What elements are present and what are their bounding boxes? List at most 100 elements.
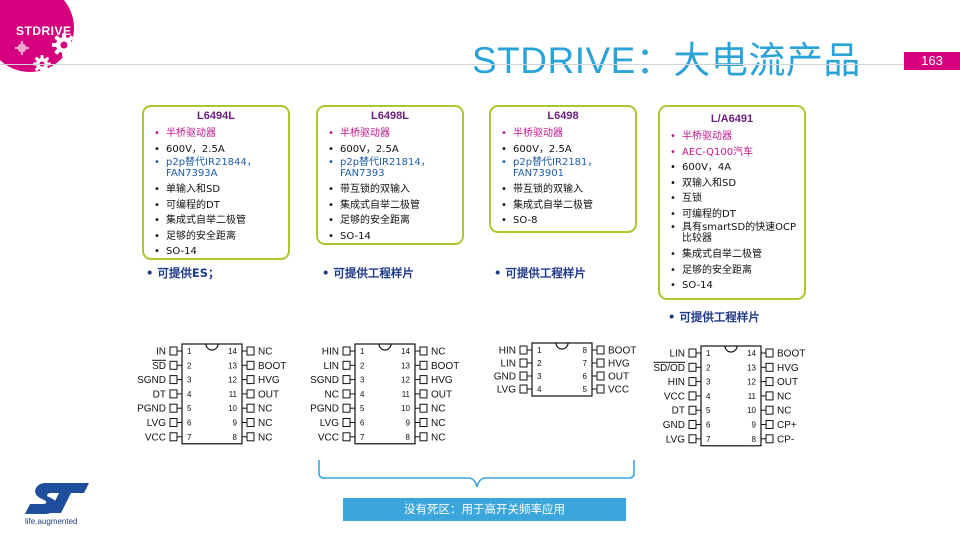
- pin-label: OUT: [258, 389, 279, 400]
- pin-pad: [342, 389, 351, 399]
- pin-number: 2: [360, 361, 365, 370]
- pin-label: BOOT: [258, 361, 286, 372]
- feature-item: 带互锁的双输入: [326, 182, 458, 198]
- pin-number: 4: [706, 392, 711, 401]
- pin-label: GND: [663, 420, 685, 431]
- feature-list: 半桥驱动器 AEC-Q100汽车 600V，4A 双输入和SD 互锁 可编程的D…: [668, 129, 800, 294]
- pin-number: 14: [228, 347, 237, 356]
- pin-label: PGND: [137, 404, 166, 415]
- st-tagline: life.augmented: [25, 517, 78, 526]
- pin-pad: [688, 434, 697, 444]
- product-card-l6494l: L6494L 半桥驱动器 600V，2.5A p2p替代IR21844，FAN7…: [142, 105, 290, 260]
- pin-number: 5: [360, 404, 365, 413]
- pin-label: OUT: [777, 377, 798, 388]
- feature-item: SO-14: [326, 229, 458, 245]
- pin-number: 7: [187, 433, 192, 442]
- pin-pad: [169, 375, 178, 385]
- pin-label: NC: [258, 418, 272, 429]
- pin-number: 13: [228, 361, 237, 370]
- group-brace: [318, 460, 635, 488]
- pin-number: 13: [401, 361, 410, 370]
- stdrive-logo: [0, 0, 76, 73]
- pin-label: HVG: [431, 375, 453, 386]
- feature-item: 集成式自举二极管: [499, 198, 631, 214]
- product-card-l6498: L6498 半桥驱动器 600V，2.5A p2p替代IR2181，FAN739…: [489, 105, 637, 233]
- pin-label: OUT: [431, 389, 452, 400]
- product-card-l6498l: L6498L 半桥驱动器 600V，2.5A p2p替代IR21814，FAN7…: [316, 105, 464, 245]
- availability-note: • 可提供工程样片: [494, 266, 586, 280]
- pin-pad: [688, 391, 697, 401]
- pin-pad: [688, 348, 697, 358]
- feature-item: 半桥驱动器: [326, 126, 458, 142]
- ic-notch: [378, 343, 392, 351]
- pin-label: SD: [152, 361, 166, 372]
- pin-label: NC: [258, 432, 272, 443]
- ic-notch: [555, 342, 569, 350]
- pin-number: 10: [401, 404, 410, 413]
- pin-label: LIN: [669, 349, 685, 360]
- pin-label: LIN: [323, 361, 339, 372]
- pin-pad: [169, 360, 178, 370]
- feature-item: 半桥驱动器: [152, 126, 284, 142]
- pin-label: HIN: [322, 347, 339, 358]
- pin-number: 3: [187, 376, 192, 385]
- pin-number: 1: [537, 346, 542, 355]
- pin-label: VCC: [608, 385, 629, 396]
- pin-number: 12: [747, 378, 756, 387]
- pin-pad: [519, 371, 528, 381]
- feature-item: 600V，2.5A: [152, 142, 284, 158]
- pin-pad: [342, 375, 351, 385]
- pin-pad: [419, 375, 428, 385]
- pin-number: 3: [537, 372, 542, 381]
- pin-label: PGND: [310, 404, 339, 415]
- feature-item: 足够的安全距离: [668, 263, 800, 279]
- pin-number: 11: [402, 390, 411, 399]
- pin-label: VCC: [318, 432, 339, 443]
- pin-pad: [342, 432, 351, 442]
- pin-number: 9: [233, 419, 238, 428]
- pin-label: HIN: [668, 377, 685, 388]
- feature-item: AEC-Q100汽车: [668, 145, 800, 161]
- pin-number: 14: [401, 347, 410, 356]
- pin-pad: [169, 432, 178, 442]
- feature-item: 半桥驱动器: [668, 129, 800, 145]
- pin-label: NC: [777, 391, 791, 402]
- pin-label: NC: [258, 347, 272, 358]
- pin-label: SGND: [310, 375, 339, 386]
- pin-pad: [419, 346, 428, 356]
- pin-pad: [688, 420, 697, 429]
- pin-label: NC: [431, 404, 445, 415]
- pin-label: CP+: [777, 420, 797, 431]
- pin-number: 3: [706, 378, 711, 387]
- availability-note: • 可提供ES；: [146, 266, 220, 280]
- pin-label: LVG: [497, 385, 516, 396]
- pin-number: 9: [406, 419, 411, 428]
- pin-pad: [765, 405, 774, 415]
- pin-pad: [765, 434, 774, 444]
- pin-pad: [246, 360, 255, 370]
- pin-label: HVG: [777, 363, 799, 374]
- pin-number: 10: [228, 404, 237, 413]
- pin-label: SD/OD: [653, 363, 685, 374]
- page-number: 163: [904, 52, 960, 70]
- pin-label: LVG: [666, 434, 685, 445]
- pin-pad: [765, 420, 774, 429]
- pin-number: 8: [752, 435, 757, 444]
- pin-number: 8: [406, 433, 411, 442]
- feature-item: 具有smartSD的快速OCP比较器: [668, 222, 800, 244]
- feature-item: 半桥驱动器: [499, 126, 631, 142]
- pin-pad: [246, 403, 255, 413]
- ic-notch: [724, 345, 738, 353]
- pin-pad: [419, 389, 428, 399]
- pin-label: BOOT: [431, 361, 459, 372]
- pin-number: 4: [187, 390, 192, 399]
- feature-item: 单输入和SD: [152, 182, 284, 198]
- pin-pad: [596, 384, 605, 394]
- product-card-la6491: L/A6491 半桥驱动器 AEC-Q100汽车 600V，4A 双输入和SD …: [658, 105, 806, 300]
- pin-pad: [169, 389, 178, 399]
- product-name: L6498: [547, 110, 579, 122]
- feature-item: 互锁: [668, 191, 800, 207]
- feature-item: p2p替代IR21814，FAN7393: [326, 157, 458, 179]
- pin-number: 6: [706, 421, 711, 430]
- pin-pad: [596, 345, 605, 355]
